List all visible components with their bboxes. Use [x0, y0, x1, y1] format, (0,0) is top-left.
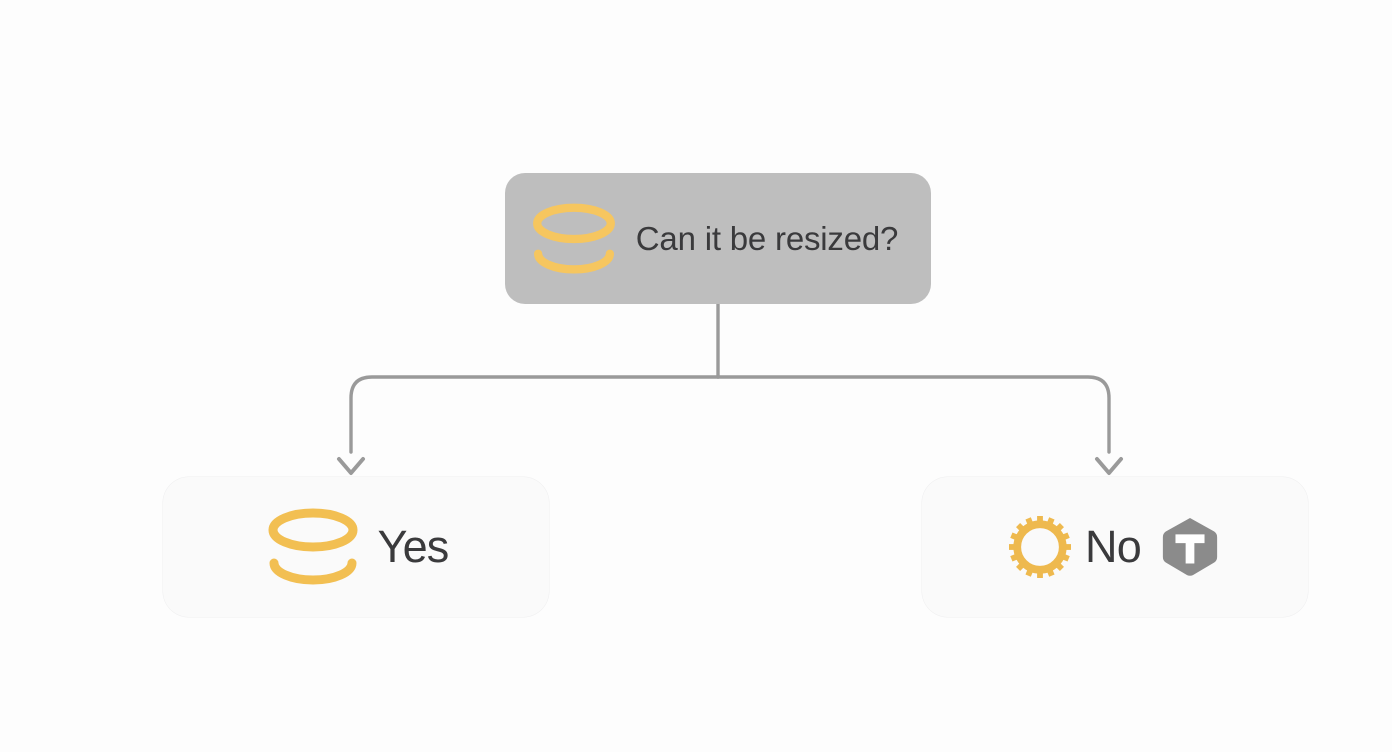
node-yes-label: Yes: [377, 521, 449, 572]
cube-t-icon: [1162, 517, 1218, 576]
edge-root-to-yes: [349, 375, 720, 454]
gear-icon: [1009, 516, 1072, 578]
arrowhead-yes: [337, 457, 365, 475]
node-no[interactable]: No: [922, 477, 1308, 617]
node-no-label: No: [1085, 521, 1142, 572]
arrowhead-no: [1095, 457, 1123, 475]
edge-root-to-no: [716, 375, 1111, 454]
spool-icon: [268, 508, 358, 585]
node-root-label: Can it be resized?: [635, 219, 899, 257]
spool-icon: [532, 203, 615, 273]
node-root-decision[interactable]: Can it be resized?: [505, 173, 931, 304]
node-yes[interactable]: Yes: [163, 477, 549, 617]
